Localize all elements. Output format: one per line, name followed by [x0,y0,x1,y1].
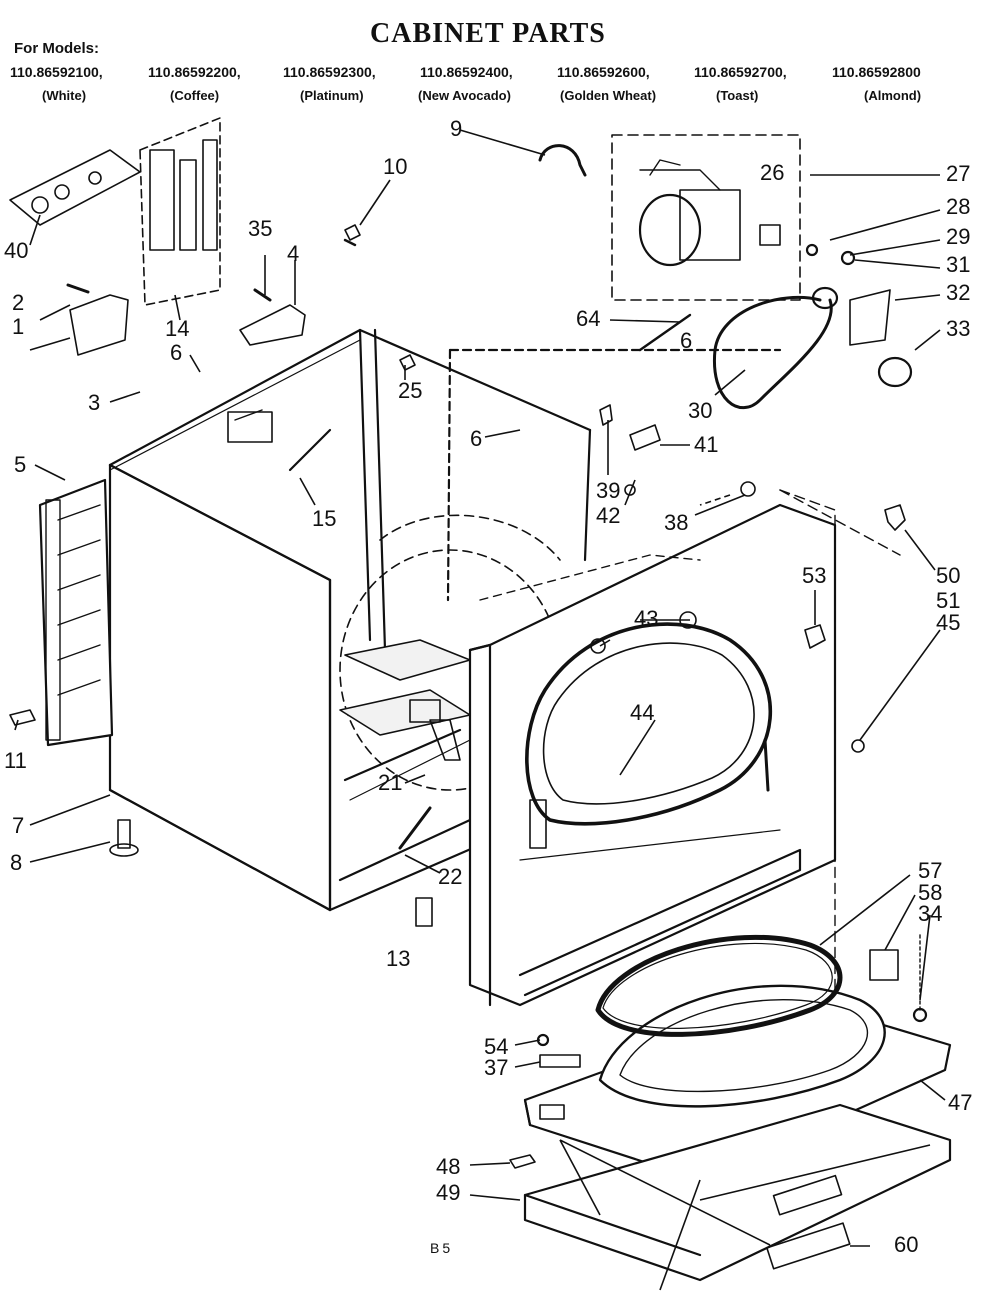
callout-44: 44 [630,700,655,725]
door-assembly [523,934,952,1182]
model-number: 110.86592300, [283,64,376,80]
callout-34: 34 [918,901,943,926]
callout-54: 54 [484,1034,509,1059]
callout-41: 41 [694,432,719,457]
model-number: 110.86592600, [557,64,650,80]
model-number: 110.86592100, [10,64,103,80]
callout-7: 7 [12,813,25,838]
callout-31: 31 [946,252,971,277]
footer-code: B5 [430,1240,454,1256]
callout-37: 37 [484,1055,509,1080]
model-color: (Toast) [716,88,759,103]
callout-60: 60 [894,1232,919,1257]
callout-38: 38 [664,510,689,535]
callout-53: 53 [802,563,827,588]
callout-25: 25 [398,378,423,403]
callout-35: 35 [248,216,273,241]
callout-13: 13 [386,946,411,971]
callout-8: 8 [10,850,23,875]
door-back-panel [523,1103,952,1282]
callout-2: 2 [12,290,25,315]
callout-48: 48 [436,1154,461,1179]
callout-9: 9 [450,116,463,141]
callout-51: 51 [936,588,961,613]
callout-6b: 6 [470,426,483,451]
callout-45: 45 [936,610,961,635]
callout-10: 10 [383,154,408,179]
model-number: 110.86592800 [832,64,921,80]
callout-4: 4 [287,241,300,266]
callout-40: 40 [4,238,29,263]
callout-47: 47 [948,1090,973,1115]
control-box [611,134,801,301]
callout-11: 11 [4,748,27,773]
front-panel [468,503,837,1007]
callout-32: 32 [946,280,971,305]
callout-1: 1 [12,314,25,339]
model-color: (White) [42,88,87,103]
callout-64: 64 [576,306,601,331]
page-title: CABINET PARTS [370,18,606,49]
callout-14: 14 [165,316,190,341]
model-color: (Golden Wheat) [560,88,657,103]
callout-50: 50 [936,563,961,588]
model-color: (New Avocado) [418,88,511,103]
callout-21: 21 [378,770,403,795]
model-color: (Almond) [864,88,922,103]
model-color: (Platinum) [300,88,364,103]
rear-panel [38,478,114,747]
leader-lines [14,129,946,1291]
callout-15: 15 [312,506,337,531]
for-models-label: For Models: [14,40,99,57]
callout-30: 30 [688,398,713,423]
callout-6: 6 [170,340,183,365]
callout-57: 57 [918,858,943,883]
callout-22: 22 [438,864,463,889]
callout-58: 58 [918,880,943,905]
callout-5: 5 [14,452,27,477]
model-number: 110.86592400, [420,64,513,80]
callout-49: 49 [436,1180,461,1205]
callout-6c: 6 [680,328,693,353]
callout-3: 3 [88,390,101,415]
callout-42: 42 [596,503,621,528]
model-number: 110.86592200, [148,64,241,80]
small-parts [9,117,906,1169]
model-number: 110.86592700, [694,64,787,80]
callout-29: 29 [946,224,971,249]
callout-27: 27 [946,161,971,186]
callout-39: 39 [596,478,621,503]
callout-43: 43 [634,606,659,631]
model-color: (Coffee) [170,88,220,103]
callout-28: 28 [946,194,971,219]
callout-33: 33 [946,316,971,341]
callout-26: 26 [760,160,785,185]
